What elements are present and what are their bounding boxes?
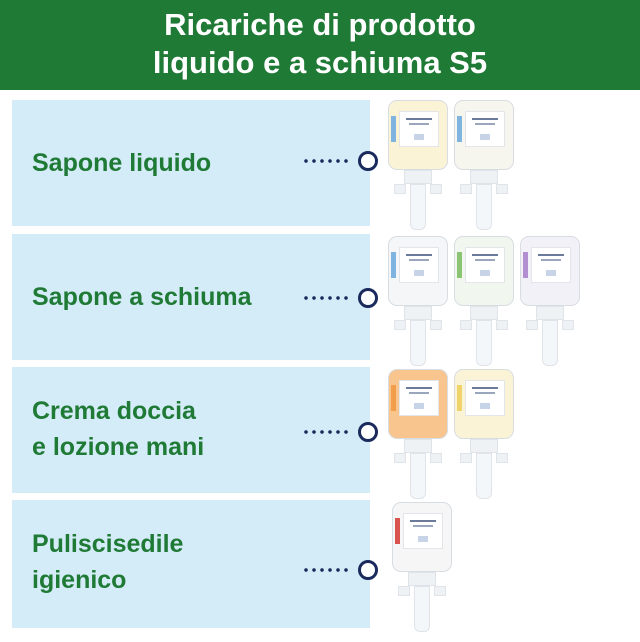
product-label-icon xyxy=(457,111,505,147)
pump-nozzle-icon xyxy=(476,320,492,366)
refill-bottle xyxy=(454,369,514,439)
refill-bottle xyxy=(388,236,448,306)
category-label: Sapone a schiuma xyxy=(32,279,362,315)
pump-nozzle-icon xyxy=(476,184,492,230)
pump-nozzle-icon xyxy=(476,453,492,499)
product-refill xyxy=(388,369,448,509)
category-label-line: Sapone liquido xyxy=(32,149,212,177)
category-label-line: igienico xyxy=(32,566,127,594)
category-label: Sapone liquido xyxy=(32,145,362,181)
refill-bottle xyxy=(388,100,448,170)
category-row-seat-cleaner: Puliscisedile igienico xyxy=(12,500,370,628)
dotted-line xyxy=(302,568,352,572)
connector-dots-shower-cream xyxy=(302,422,382,442)
connector-dots-foam-soap xyxy=(302,288,382,308)
pump-nozzle-icon xyxy=(414,586,430,632)
product-refill xyxy=(388,236,448,376)
product-label-icon xyxy=(523,247,571,283)
product-label-icon xyxy=(391,380,439,416)
refill-bottle xyxy=(392,502,452,572)
connector-ring-icon xyxy=(358,422,378,442)
product-label-icon xyxy=(457,247,505,283)
category-label-line: Puliscisedile xyxy=(32,530,184,558)
header-banner: Ricariche di prodotto liquido e a schium… xyxy=(0,0,640,90)
pump-nozzle-icon xyxy=(410,184,426,230)
product-label-icon xyxy=(391,247,439,283)
pump-nozzle-icon xyxy=(410,320,426,366)
category-label-line: e lozione mani xyxy=(32,433,205,461)
refill-bottle xyxy=(454,100,514,170)
product-refill xyxy=(392,502,452,642)
pump-nozzle-icon xyxy=(542,320,558,366)
connector-dots-seat-cleaner xyxy=(302,560,382,580)
product-refill xyxy=(454,236,514,376)
header-title-line2: liquido e a schiuma S5 xyxy=(152,45,488,80)
dotted-line xyxy=(302,296,352,300)
refill-bottle xyxy=(454,236,514,306)
dotted-line xyxy=(302,430,352,434)
connector-ring-icon xyxy=(358,151,378,171)
product-label-icon xyxy=(395,513,443,549)
product-refill xyxy=(520,236,580,376)
category-label: Crema doccia e lozione mani xyxy=(32,393,362,465)
connector-ring-icon xyxy=(358,560,378,580)
category-label: Puliscisedile igienico xyxy=(32,526,362,598)
category-label-line: Crema doccia xyxy=(32,397,196,425)
category-label-line: Sapone a schiuma xyxy=(32,283,252,311)
refill-bottle xyxy=(388,369,448,439)
product-refill xyxy=(454,369,514,509)
connector-ring-icon xyxy=(358,288,378,308)
product-refill xyxy=(388,100,448,240)
connector-dots-liquid-soap xyxy=(302,151,382,171)
pump-nozzle-icon xyxy=(410,453,426,499)
product-refill xyxy=(454,100,514,240)
refill-bottle xyxy=(520,236,580,306)
dotted-line xyxy=(302,159,352,163)
product-label-icon xyxy=(391,111,439,147)
product-label-icon xyxy=(457,380,505,416)
category-row-liquid-soap: Sapone liquido xyxy=(12,100,370,226)
header-title-line1: Ricariche di prodotto xyxy=(164,7,476,42)
